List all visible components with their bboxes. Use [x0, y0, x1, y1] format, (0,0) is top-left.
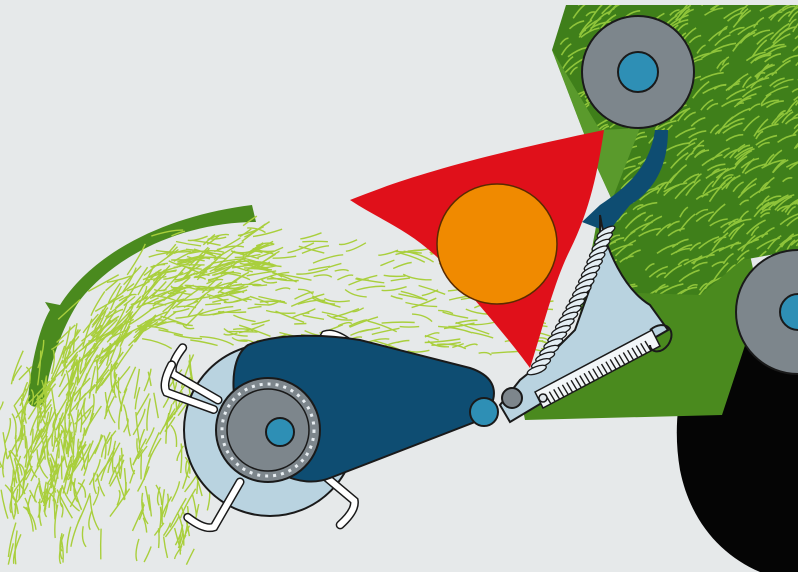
grass-strand	[159, 528, 160, 548]
grass-strand	[252, 285, 267, 286]
pickup-gear	[216, 378, 320, 482]
top-roller	[582, 16, 694, 128]
grass-strand	[260, 251, 274, 252]
pickup-hub	[266, 418, 294, 446]
grass-strand	[294, 324, 306, 325]
grass-strand	[255, 304, 270, 305]
cutting-rotor-hub	[437, 184, 557, 304]
